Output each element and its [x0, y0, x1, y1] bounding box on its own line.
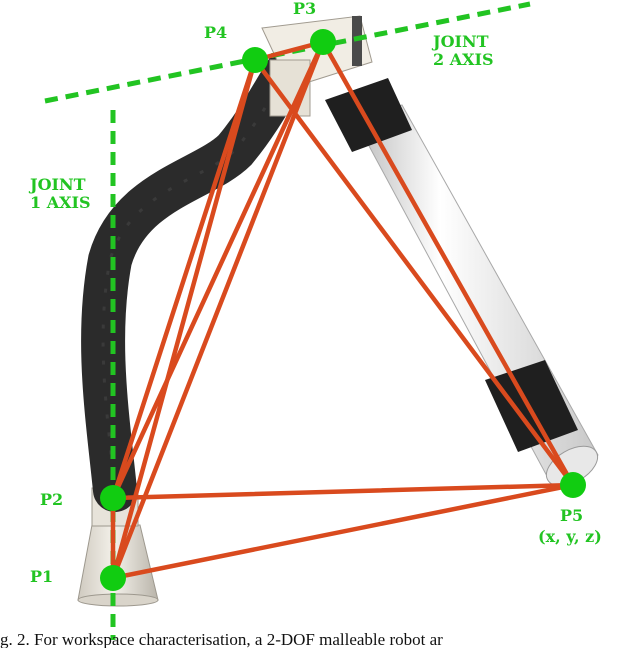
edge-p1-p3	[110, 41, 326, 579]
marker-p4	[242, 47, 268, 73]
edge-p2-p4	[110, 59, 258, 499]
label-p5: P5	[560, 506, 583, 525]
label-p5-coords: (x, y, z)	[538, 527, 602, 546]
joint-2-label-line1: JOINT	[431, 32, 489, 51]
triangle-p2-p3-p5	[110, 39, 576, 501]
marker-p2	[100, 485, 126, 511]
label-p3: P3	[293, 0, 316, 18]
workspace-triangles	[110, 39, 576, 581]
label-p1: P1	[30, 567, 53, 586]
figure-caption: g. 2. For workspace characterisation, a …	[0, 630, 443, 648]
triangle-p1-p4-p5	[110, 57, 576, 581]
joint-1-label-line1: JOINT	[28, 175, 86, 194]
point-markers	[100, 29, 586, 591]
joint-1-label-line2: 1 AXIS	[30, 193, 91, 212]
marker-p3	[310, 29, 336, 55]
joint-2-label-line2: 2 AXIS	[433, 50, 494, 69]
rigid-link	[325, 78, 599, 487]
label-p2: P2	[40, 490, 63, 509]
marker-p1	[100, 565, 126, 591]
marker-p5	[560, 472, 586, 498]
label-p4: P4	[204, 23, 227, 42]
